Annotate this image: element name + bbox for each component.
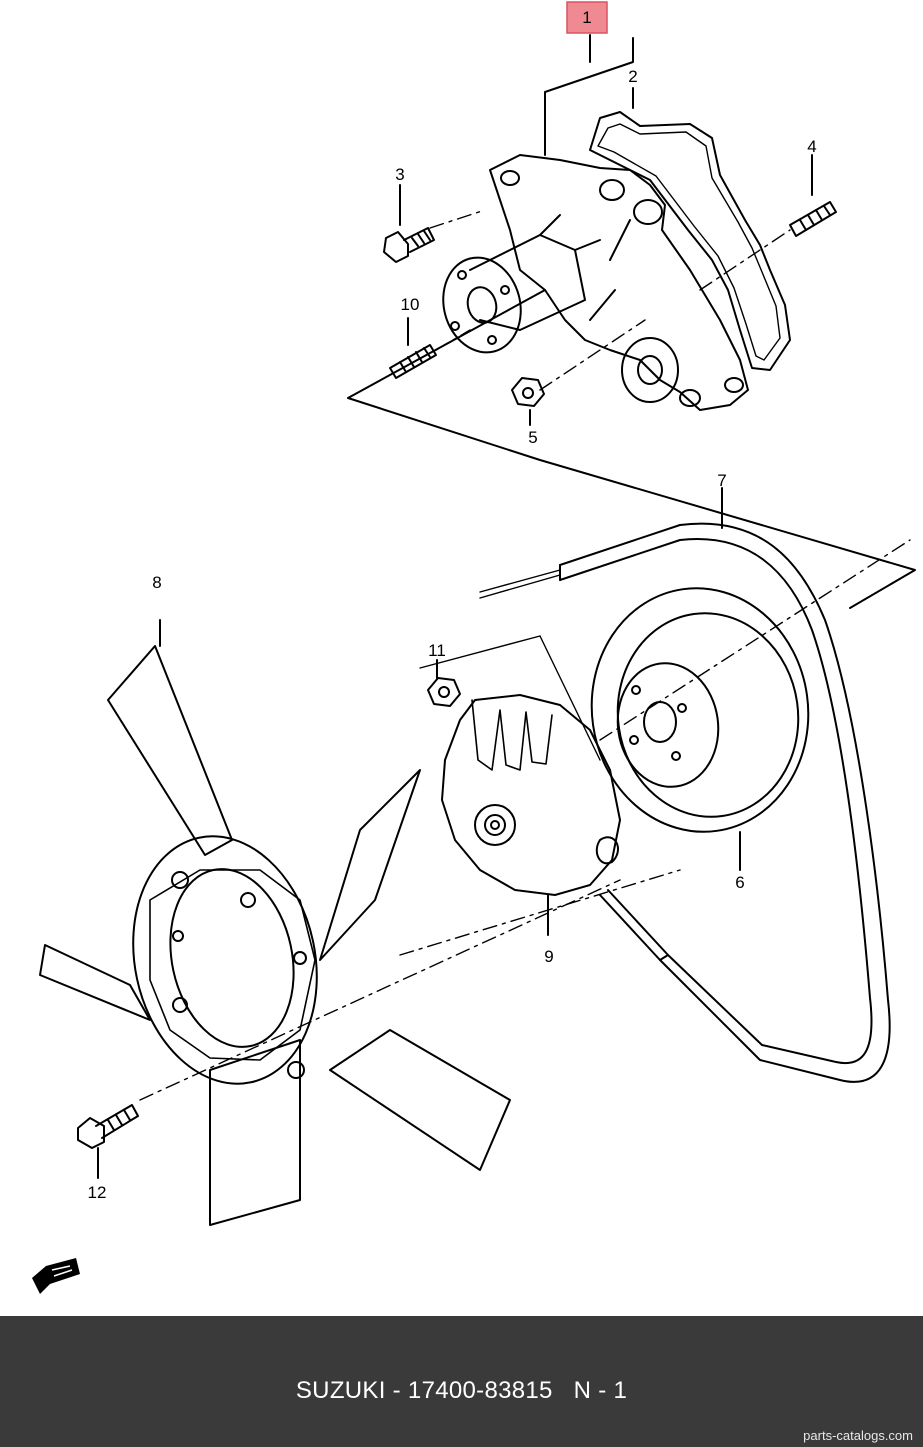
fan-clutch: [419, 635, 621, 936]
part-title: SUZUKI - 17400-83815 N - 1: [0, 1377, 923, 1405]
water-pump-body: [442, 154, 749, 411]
callout-5-label[interactable]: 5: [528, 428, 537, 447]
assembly-boundary: [347, 289, 916, 609]
v-belt: [479, 487, 891, 1083]
callout-1-label[interactable]: 1: [582, 8, 591, 27]
front-direction-arrow-icon: [32, 1258, 80, 1294]
exploded-view-drawing: 1 2 3 4 5 6 7 8 9 10 11 12: [32, 1, 916, 1294]
page-reference: N - 1: [573, 1377, 628, 1404]
callout-9-label[interactable]: 9: [544, 947, 553, 966]
brand-name: SUZUKI: [295, 1377, 386, 1404]
callout-3-label[interactable]: 3: [395, 165, 404, 184]
callout-6-label[interactable]: 6: [735, 873, 744, 892]
nut-5: [511, 377, 545, 426]
part-number: 17400-83815: [407, 1377, 553, 1404]
callout-1-highlight: [566, 1, 608, 34]
callout-4-label[interactable]: 4: [807, 137, 816, 156]
group-bracket-1-2: [544, 37, 634, 156]
gasket: [589, 87, 791, 371]
bolt-3: [383, 184, 435, 263]
callout-7-label[interactable]: 7: [717, 471, 726, 490]
callout-12-label[interactable]: 12: [88, 1183, 107, 1202]
pulley: [590, 587, 810, 871]
callout-10-label[interactable]: 10: [401, 295, 420, 314]
parts-diagram: 1 2 3 4 5 6 7 8 9 10 11 12: [32, 1, 916, 1294]
callout-11-label[interactable]: 11: [428, 641, 446, 660]
callout-8-label[interactable]: 8: [152, 573, 161, 592]
site-watermark: parts-catalogs.com: [803, 1428, 913, 1443]
stud-4: [789, 154, 837, 237]
nut-11: [427, 659, 461, 707]
stud-10: [389, 317, 437, 379]
bolt-12: [77, 1104, 139, 1179]
title-separator: -: [385, 1377, 408, 1404]
callout-2-label[interactable]: 2: [628, 67, 637, 86]
cooling-fan: [39, 619, 511, 1226]
title-gap: [553, 1377, 574, 1404]
footer-bar: [0, 1316, 923, 1447]
